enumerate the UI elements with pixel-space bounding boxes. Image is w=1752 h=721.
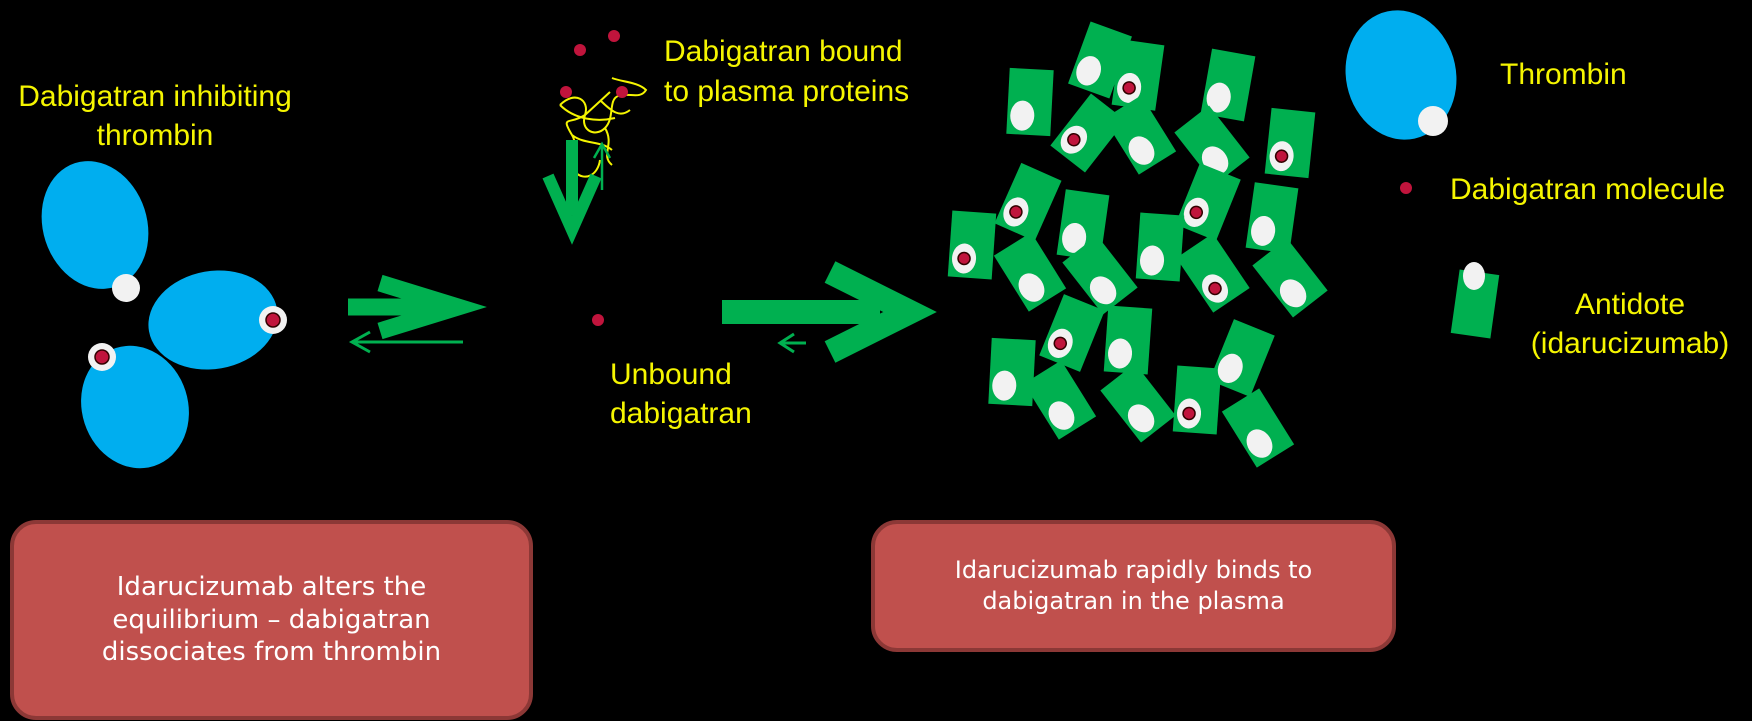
dabigatran-icon xyxy=(574,44,586,56)
antidote-molecule xyxy=(1135,212,1185,282)
binding-arrows xyxy=(722,261,937,363)
legend-dabigatran-icon xyxy=(1400,182,1412,194)
binding-site-icon xyxy=(1279,279,1307,308)
plasma-protein-icon xyxy=(559,30,648,178)
reverse-arrow-head xyxy=(348,330,371,354)
antidote-icon xyxy=(1221,388,1295,468)
binding-site-icon xyxy=(1010,100,1035,131)
antidote-icon xyxy=(1103,95,1177,175)
binding-site-icon xyxy=(1089,276,1117,305)
binding-site-icon xyxy=(1018,273,1045,302)
binding-site-icon xyxy=(1062,222,1087,253)
antidote-molecule xyxy=(1209,319,1275,397)
dabigatran-icon xyxy=(265,312,281,328)
antidote-molecule xyxy=(1006,67,1054,137)
antidote-molecule xyxy=(1039,294,1105,372)
dabigatran-icon xyxy=(608,30,620,42)
dabigatran-icon xyxy=(1009,205,1023,219)
forward-arrow-head xyxy=(377,274,487,340)
binding-site-icon xyxy=(1463,262,1485,290)
antidote-molecule xyxy=(1062,235,1138,315)
antidote-molecule xyxy=(1176,233,1250,313)
thrombin-icon xyxy=(81,345,189,469)
antidote-molecule xyxy=(988,337,1036,407)
dabigatran-icon xyxy=(1274,149,1289,163)
binding-site-icon xyxy=(992,370,1017,401)
antidote-molecule xyxy=(993,232,1067,312)
legend-molecule-label: Dabigatran molecule xyxy=(1450,173,1726,206)
binding-site-icon xyxy=(1048,401,1075,430)
dabigatran-icon xyxy=(616,86,628,98)
antidote-icon xyxy=(1264,107,1316,179)
antidote-molecule xyxy=(1221,388,1295,468)
equilibrium-arrows-vertical xyxy=(542,140,612,245)
antidote-molecule xyxy=(1111,39,1165,111)
equilibrium-arrows-left xyxy=(348,274,487,354)
dabigatran-icon xyxy=(94,349,110,365)
unbound-dabigatran-icon xyxy=(592,314,604,326)
antidote-molecule xyxy=(1172,365,1222,435)
antidote-icon xyxy=(1176,233,1250,313)
antidote-icon xyxy=(1174,105,1250,185)
antidote-molecule xyxy=(947,210,997,280)
dabigatran-icon xyxy=(1067,132,1081,147)
label-bound-line2: to plasma proteins xyxy=(664,75,910,108)
dabigatran-icon xyxy=(1053,336,1068,351)
binding-site-icon xyxy=(1127,404,1155,433)
binding-site-icon xyxy=(1418,106,1448,136)
dabigatran-icon xyxy=(560,86,572,98)
antidote-molecule xyxy=(1050,93,1126,173)
explanation-text-right: Idarucizumab rapidly binds to dabigatran… xyxy=(954,555,1313,615)
dabigatran-icon xyxy=(1208,281,1222,296)
forward-arrow-head xyxy=(824,261,937,363)
legend xyxy=(1345,10,1500,339)
antidote-molecule xyxy=(1264,107,1316,179)
label-unbound-dabigatran: Unbound dabigatran xyxy=(610,358,752,430)
up-arrow-head xyxy=(592,141,612,159)
thrombin-icon xyxy=(41,161,149,289)
legend-antidote-label: Antidote (idarucizumab) xyxy=(1530,288,1730,360)
antidote-icon xyxy=(993,232,1067,312)
antidote-molecule xyxy=(1100,363,1176,443)
explanation-box-left: Idarucizumab alters the equilibrium – da… xyxy=(10,520,533,720)
dabigatran-icon xyxy=(1122,81,1136,95)
antidote-icon xyxy=(1100,363,1176,443)
antidote-molecule xyxy=(1103,95,1177,175)
label-inhibiting-thrombin: Dabigatran inhibiting thrombin xyxy=(18,80,292,152)
down-arrow-head xyxy=(542,173,602,245)
explanation-text-left: Idarucizumab alters the equilibrium – da… xyxy=(101,572,442,668)
label-bound-line1: Dabigatran bound xyxy=(664,35,903,68)
binding-site-icon xyxy=(1251,215,1276,246)
binding-site-icon xyxy=(112,274,140,302)
thrombin-inhibited-group xyxy=(41,161,287,469)
binding-site-icon xyxy=(1206,82,1231,113)
binding-site-icon xyxy=(1246,429,1273,458)
thrombin-icon xyxy=(148,270,278,370)
antidote-molecule xyxy=(1175,163,1241,241)
explanation-box-right: Idarucizumab rapidly binds to dabigatran… xyxy=(871,520,1396,652)
dabigatran-icon xyxy=(957,251,971,266)
binding-site-icon xyxy=(1076,56,1102,86)
legend-thrombin-label: Thrombin xyxy=(1500,58,1627,91)
reverse-arrow-head xyxy=(777,332,795,354)
antidote-molecule xyxy=(994,162,1062,242)
antidote-icon xyxy=(1062,235,1138,315)
binding-site-icon xyxy=(1217,353,1243,383)
antidote-cluster xyxy=(947,21,1328,468)
antidote-icon xyxy=(1252,238,1328,318)
binding-site-icon xyxy=(1128,136,1155,165)
legend-antidote-icon xyxy=(1450,269,1500,339)
dabigatran-icon xyxy=(1189,205,1204,220)
antidote-molecule xyxy=(1245,182,1299,254)
antidote-icon xyxy=(1023,360,1097,440)
antidote-molecule xyxy=(1200,48,1256,122)
antidote-molecule xyxy=(1023,360,1097,440)
binding-site-icon xyxy=(1140,245,1165,276)
dabigatran-icon xyxy=(1182,406,1196,421)
binding-site-icon xyxy=(1108,338,1133,369)
antidote-molecule xyxy=(1103,305,1153,375)
antidote-molecule xyxy=(1252,238,1328,318)
